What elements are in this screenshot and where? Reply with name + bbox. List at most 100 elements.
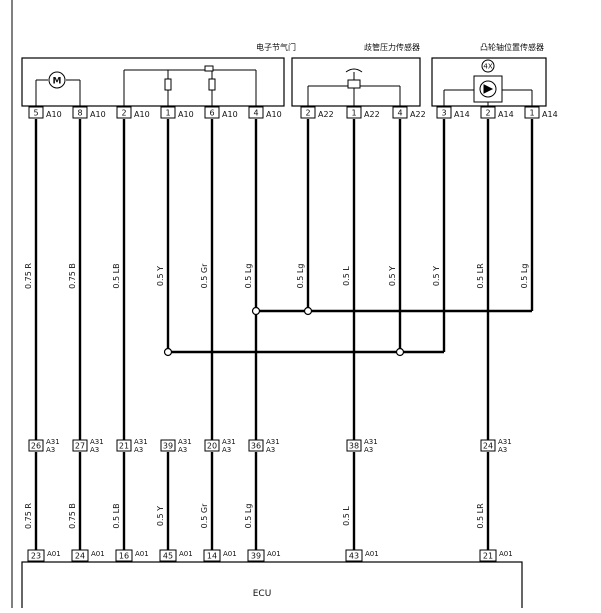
- pin-number: 27: [75, 442, 85, 451]
- connector-name: A3: [266, 446, 275, 454]
- pin-number: 24: [75, 552, 85, 561]
- connector-pin: [27, 549, 45, 562]
- wire-label: 0.5 Y: [156, 266, 165, 286]
- junction-dot: [303, 306, 313, 316]
- wires: [34, 119, 534, 550]
- motor-icon: M: [35, 71, 81, 108]
- connector-pin: [479, 549, 497, 562]
- connector-name: A31: [266, 438, 280, 446]
- wire-label: 0.75 R: [24, 503, 33, 529]
- map-sensor-box: [291, 57, 421, 107]
- pin-number: 39: [251, 552, 261, 561]
- pin-number: 2: [305, 109, 310, 118]
- connector-name: A31: [90, 438, 104, 446]
- wire-label: 0.5 Gr: [200, 503, 209, 528]
- wire-label: 0.75 B: [68, 263, 77, 289]
- wire-label: 0.5 Y: [388, 266, 397, 286]
- connector-pin: [72, 439, 88, 452]
- cam-sensor-icon: [443, 59, 533, 108]
- connector-pin: [115, 549, 133, 562]
- wire-label: 0.5 L: [342, 266, 351, 286]
- connector-pin: [345, 549, 363, 562]
- connector-name: A01: [499, 550, 513, 558]
- pin-number: 45: [163, 552, 173, 561]
- connector-name: A10: [222, 110, 238, 119]
- connector-name: A31: [178, 438, 192, 446]
- connector-pin: [28, 439, 44, 452]
- connector-pin: [248, 106, 264, 119]
- connector-pin: [28, 106, 44, 119]
- wire-label: 0.75 B: [68, 503, 77, 529]
- pin-number: 4: [253, 109, 258, 118]
- pin-number: 21: [483, 552, 493, 561]
- ecu-box: [21, 561, 523, 613]
- connector-pin: [160, 439, 176, 452]
- connector-pin: [160, 106, 176, 119]
- pin-number: 4: [397, 109, 402, 118]
- wire-label: 0.5 Lg: [244, 504, 253, 529]
- connector-name: A10: [178, 110, 194, 119]
- connector-pin: [392, 106, 408, 119]
- pin-number: 26: [31, 442, 41, 451]
- connector-pin: [480, 106, 496, 119]
- connector-name: A31: [46, 438, 60, 446]
- connector-name: A10: [46, 110, 62, 119]
- connector-name: A22: [364, 110, 380, 119]
- wire-labels: 0.75 R 0.75 B 0.5 LB 0.5 Y 0.5 Gr 0.5 Lg 0.5 L…: [24, 263, 529, 529]
- connector-pin: [480, 439, 496, 452]
- connector-name: A10: [266, 110, 282, 119]
- junction-dot: [395, 347, 405, 357]
- wire-label: 0.5 Lg: [244, 264, 253, 289]
- connector-name: A14: [498, 110, 514, 119]
- wire-label: 0.5 LR: [476, 503, 485, 529]
- wire-label: 0.75 R: [24, 263, 33, 289]
- connector-name: A3: [222, 446, 231, 454]
- pressure-sensor-icon: [307, 68, 401, 108]
- junction-dot: [251, 306, 261, 316]
- pin-number: 5: [33, 109, 38, 118]
- connector-name: A01: [179, 550, 193, 558]
- throttle-box: [21, 57, 285, 107]
- connector-name: A3: [134, 446, 143, 454]
- connector-pin: [346, 106, 362, 119]
- wire-label: 0.5 Y: [156, 506, 165, 526]
- connector-name: A01: [135, 550, 149, 558]
- wire-label: 0.5 LR: [476, 263, 485, 289]
- connector-pin: [203, 549, 221, 562]
- connector-pin: [300, 106, 316, 119]
- pin-number: 3: [441, 109, 446, 118]
- connector-pin: [204, 439, 220, 452]
- pin-number: 2: [121, 109, 126, 118]
- wire-label: 0.5 LB: [112, 503, 121, 528]
- pin-number: 1: [529, 109, 534, 118]
- pin-number: 23: [31, 552, 41, 561]
- connector-name: A01: [267, 550, 281, 558]
- pin-number: 16: [119, 552, 129, 561]
- connector-pin: [116, 439, 132, 452]
- connector-pin: [72, 106, 88, 119]
- connector-name: A10: [90, 110, 106, 119]
- pin-number: 8: [77, 109, 82, 118]
- pin-number: 1: [351, 109, 356, 118]
- connector-name: A01: [47, 550, 61, 558]
- pin-number: 6: [209, 109, 214, 118]
- connector-name: A10: [134, 110, 150, 119]
- junction-dot: [163, 347, 173, 357]
- wire-label: 0.5 Gr: [200, 263, 209, 288]
- connector-name: A31: [364, 438, 378, 446]
- connector-pin: [204, 106, 220, 119]
- pin-number: 21: [119, 442, 129, 451]
- pin-number: 39: [163, 442, 173, 451]
- motor-symbol: M: [53, 77, 62, 87]
- connector-pin: [436, 106, 452, 119]
- pin-number: 2: [485, 109, 490, 118]
- connector-name: A31: [134, 438, 148, 446]
- connector-name: A3: [90, 446, 99, 454]
- map-sensor-title: 歧管压力传感器: [364, 42, 420, 52]
- connector-name: A22: [318, 110, 334, 119]
- wire-label: 0.5 LB: [112, 263, 121, 288]
- connector-pin: [159, 549, 177, 562]
